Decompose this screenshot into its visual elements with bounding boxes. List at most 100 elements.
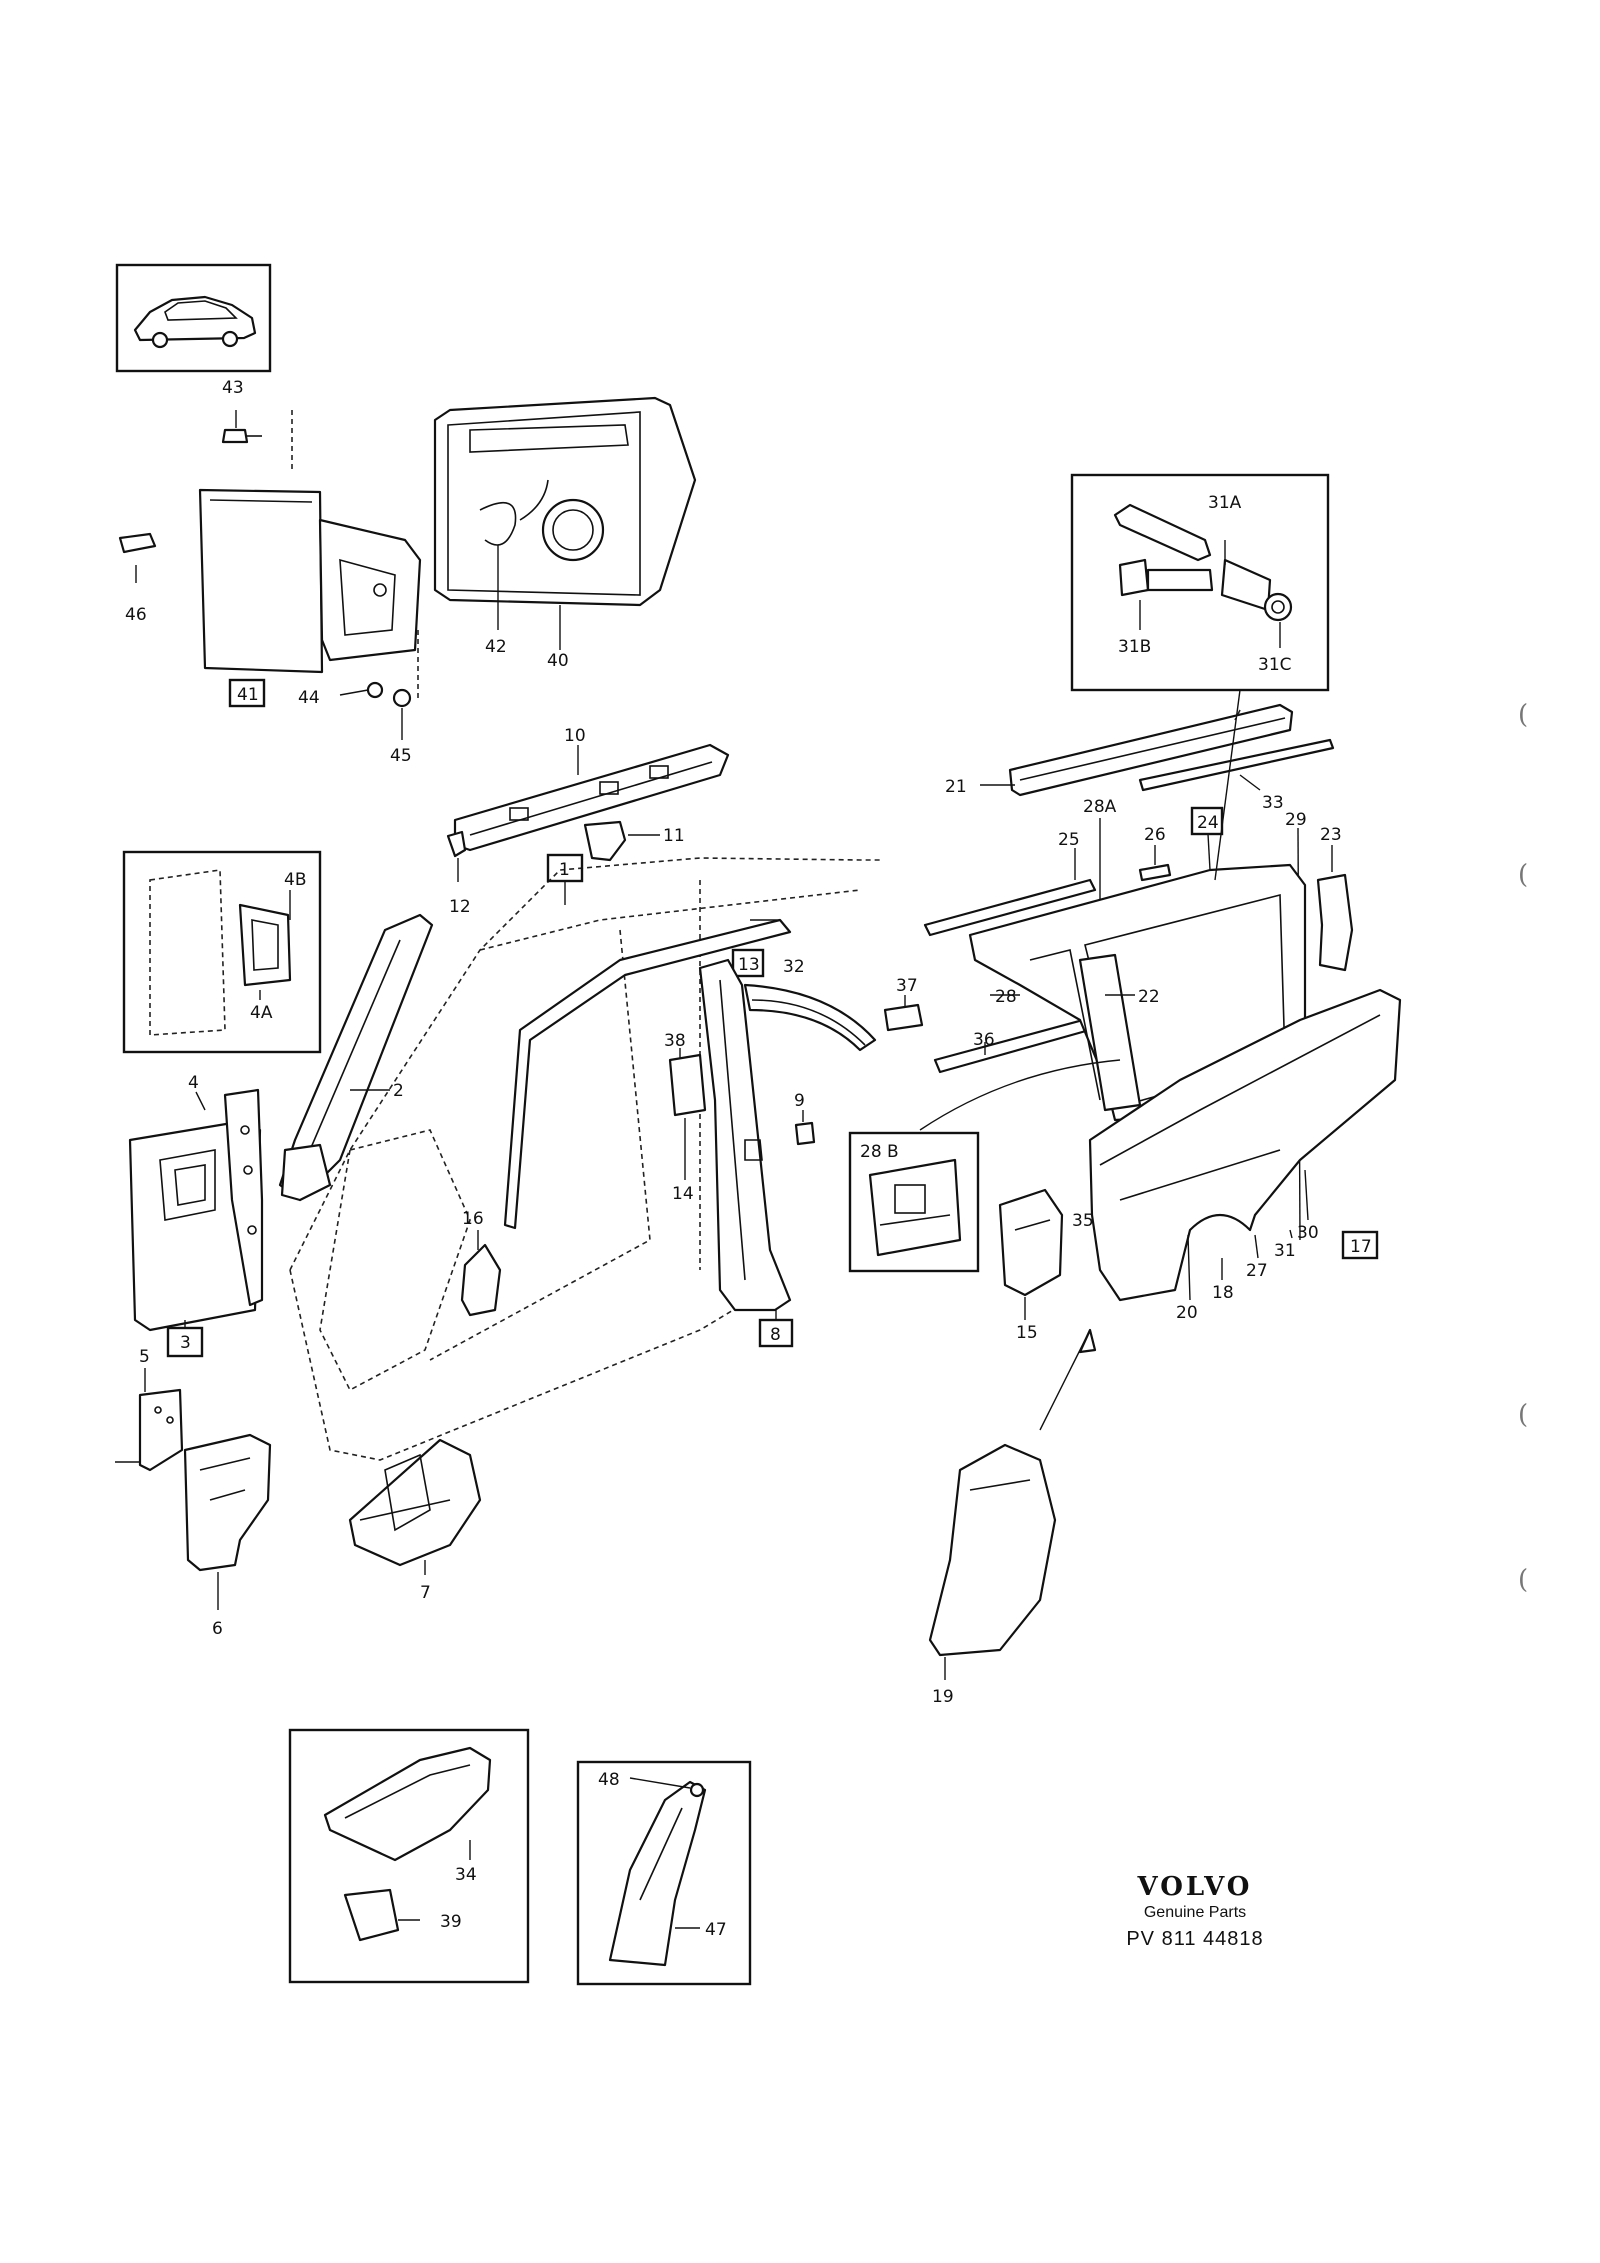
fuel-filler-door-assembly xyxy=(118,396,697,740)
part-code: PV 811 44818 xyxy=(1126,1928,1264,1950)
brand-block: VOLVO Genuine Parts PV 811 44818 xyxy=(1095,1872,1295,1951)
brand-subtitle: Genuine Parts xyxy=(1143,1904,1247,1921)
part-44-clip xyxy=(366,681,384,699)
label-45: 45 xyxy=(390,746,412,766)
label-18: 18 xyxy=(1212,1283,1234,1303)
inset-leader xyxy=(1214,689,1241,881)
label-28: 28 xyxy=(995,987,1017,1007)
car-thumbnail xyxy=(115,263,272,373)
label-28a: 28A xyxy=(1083,797,1117,817)
label-3: 3 xyxy=(180,1333,191,1353)
part-39-bracket xyxy=(343,1888,400,1942)
label-27: 27 xyxy=(1246,1261,1268,1281)
roof-parts xyxy=(446,743,730,905)
label-32: 32 xyxy=(783,957,805,977)
part-8-b-pillar xyxy=(698,958,792,1312)
front-pillar-parts xyxy=(115,913,482,1610)
part-16-bracket xyxy=(460,1243,502,1317)
part-19-panel xyxy=(928,1443,1057,1657)
label-24: 24 xyxy=(1197,813,1219,833)
center-parts xyxy=(460,918,924,1348)
part-26-clip xyxy=(1138,863,1172,882)
label-35: 35 xyxy=(1072,1211,1094,1231)
label-33: 33 xyxy=(1262,793,1284,813)
label-37: 37 xyxy=(896,976,918,996)
body-outline xyxy=(289,857,880,1461)
part-45-nut xyxy=(392,688,412,708)
rear-quarter-parts xyxy=(998,988,1402,1320)
label-31c: 31C xyxy=(1258,655,1292,675)
label-31b: 31B xyxy=(1118,637,1151,657)
part-18-quarter-panel xyxy=(1088,988,1402,1302)
label-31: 31 xyxy=(1274,1241,1296,1261)
part-33-strip xyxy=(1138,738,1335,792)
label-19: 19 xyxy=(932,1687,954,1707)
part-15-panel xyxy=(998,1188,1064,1297)
label-13: 13 xyxy=(738,955,760,975)
label-30: 30 xyxy=(1297,1223,1319,1243)
inset-4a-4b xyxy=(122,850,322,1054)
label-8: 8 xyxy=(770,1325,781,1345)
label-29: 29 xyxy=(1285,810,1307,830)
callout-labels: 43 46 41 44 45 42 40 10 11 12 1 4B 4A 2 … xyxy=(125,378,1372,1940)
part-12-clip xyxy=(446,830,467,858)
margin-mark-3: ( xyxy=(1518,1400,1529,1430)
label-4b: 4B xyxy=(284,870,306,890)
margin-mark-4: ( xyxy=(1518,1565,1529,1595)
label-17: 17 xyxy=(1350,1237,1372,1257)
part-38-bracket xyxy=(668,1053,707,1117)
inset-31 xyxy=(1070,473,1330,692)
part-37-clip xyxy=(883,1003,924,1032)
volvo-logo: VOLVO xyxy=(1137,1872,1253,1902)
part-13-wheelhouse xyxy=(743,983,877,1052)
label-6: 6 xyxy=(212,1619,223,1639)
inset-34-39 xyxy=(288,1728,530,1984)
label-28b: 28 B xyxy=(860,1142,899,1162)
label-14: 14 xyxy=(672,1184,694,1204)
label-42: 42 xyxy=(485,637,507,657)
label-11: 11 xyxy=(663,826,685,846)
label-16: 16 xyxy=(462,1209,484,1229)
label-48: 48 xyxy=(598,1770,620,1790)
label-4: 4 xyxy=(188,1073,199,1093)
inset-47-48 xyxy=(576,1760,752,1986)
part-11-clip xyxy=(583,820,627,862)
label-22: 22 xyxy=(1138,987,1160,1007)
inset-28b-leader xyxy=(919,1059,1121,1131)
label-38: 38 xyxy=(664,1031,686,1051)
margin-mark-2: ( xyxy=(1518,860,1529,890)
label-10: 10 xyxy=(564,726,586,746)
arrow-icon xyxy=(1078,1328,1097,1354)
part-6-bracket xyxy=(183,1433,272,1572)
part-32-weatherstrip xyxy=(503,918,792,1230)
part-25-strip xyxy=(923,878,1097,937)
label-31a: 31A xyxy=(1208,493,1242,513)
label-41: 41 xyxy=(237,685,259,705)
inset-28b xyxy=(848,1131,980,1273)
label-46: 46 xyxy=(125,605,147,625)
part-7-bracket xyxy=(348,1438,482,1567)
part-28-pillar xyxy=(1078,953,1142,1112)
label-21: 21 xyxy=(945,777,967,797)
label-39: 39 xyxy=(440,1912,462,1932)
part-41-hinge xyxy=(318,518,422,662)
label-26: 26 xyxy=(1144,825,1166,845)
label-2: 2 xyxy=(393,1081,404,1101)
label-4a: 4A xyxy=(250,1003,273,1023)
part-23-trim xyxy=(1316,873,1354,972)
rear-window-frame xyxy=(968,863,1307,1210)
label-12: 12 xyxy=(449,897,471,917)
label-47: 47 xyxy=(705,1920,727,1940)
label-20: 20 xyxy=(1176,1303,1198,1323)
label-44: 44 xyxy=(298,688,320,708)
label-7: 7 xyxy=(420,1583,431,1603)
label-1: 1 xyxy=(559,860,570,880)
label-9: 9 xyxy=(794,1091,805,1111)
margin-mark-1: ( xyxy=(1518,700,1529,730)
rear-upper-parts xyxy=(923,703,1354,1241)
part-19-group xyxy=(928,1328,1097,1680)
part-9-pad xyxy=(794,1121,816,1146)
part-41-panel xyxy=(198,488,324,674)
part-46-plug xyxy=(118,532,157,554)
